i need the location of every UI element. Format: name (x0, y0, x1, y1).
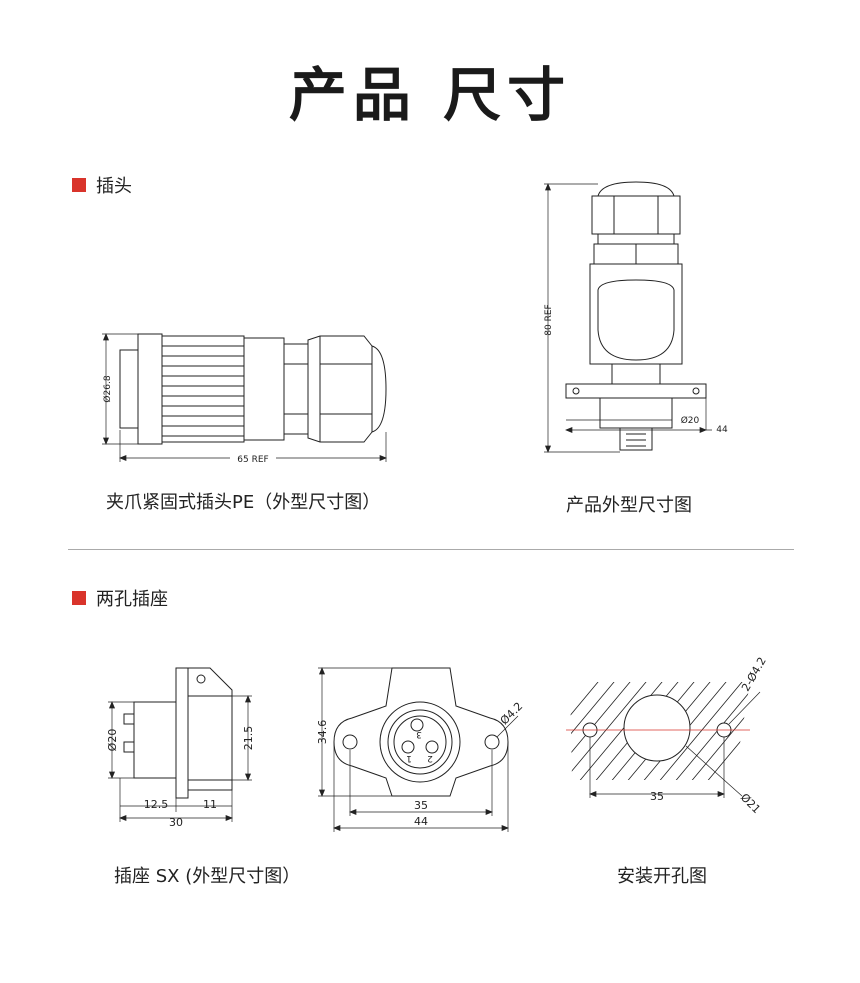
page-title: 产品 尺寸 (288, 61, 572, 129)
socket-sx-front-drawing: 34.6 Ø4.2 35 44 3 1 2 (316, 667, 525, 832)
front-hole-label: Ø4.2 (498, 700, 526, 728)
section-socket-heading: 两孔插座 (72, 585, 168, 611)
socket-d1-label: 12.5 (144, 798, 169, 811)
socket-sx-side-drawing: Ø20 21.5 12.5 11 30 (106, 667, 255, 829)
pin-1-label: 1 (406, 753, 412, 763)
mount-dia-label: Ø21 (738, 791, 763, 816)
socket-dia-label: Ø20 (106, 729, 119, 752)
pin-2-label: 2 (427, 753, 433, 763)
caption-product-outline: 产品外型尺寸图 (566, 495, 692, 516)
plug-diameter-label: Ø26.8 (102, 375, 113, 402)
product-dia-label: Ø20 (681, 415, 700, 426)
caption-socket-sx: 插座 SX (外型尺寸图） (114, 866, 301, 887)
product-outline-drawing: 80 REF Ø20 44 (544, 181, 728, 453)
section-marker (72, 178, 86, 192)
plug-length-label: 65 REF (237, 455, 268, 465)
product-height-label: 80 REF (544, 304, 554, 335)
section-marker (72, 591, 86, 605)
mount-pitch-label: 35 (650, 790, 664, 803)
section-plug-label: 插头 (96, 176, 132, 197)
section-divider (68, 549, 794, 550)
front-height-label: 34.6 (316, 720, 329, 745)
socket-height-label: 21.5 (242, 726, 255, 751)
pin-3-label: 3 (416, 729, 422, 739)
front-width-label: 44 (414, 815, 428, 828)
section-socket-label: 两孔插座 (96, 589, 168, 610)
front-pitch-label: 35 (414, 799, 428, 812)
socket-total-label: 30 (169, 816, 183, 829)
product-width-label: 44 (716, 425, 728, 435)
socket-d2-label: 11 (203, 798, 217, 811)
caption-mounting-hole: 安装开孔图 (617, 866, 707, 887)
caption-plug-pe: 夹爪紧固式插头PE（外型尺寸图） (106, 492, 381, 513)
mounting-hole-drawing: 2-Ø4.2 35 Ø21 (566, 655, 769, 816)
plug-pe-drawing: 65 REF Ø26.8 (102, 333, 387, 465)
mount-holes-label: 2-Ø4.2 (739, 655, 769, 694)
section-plug-heading: 插头 (72, 172, 132, 198)
